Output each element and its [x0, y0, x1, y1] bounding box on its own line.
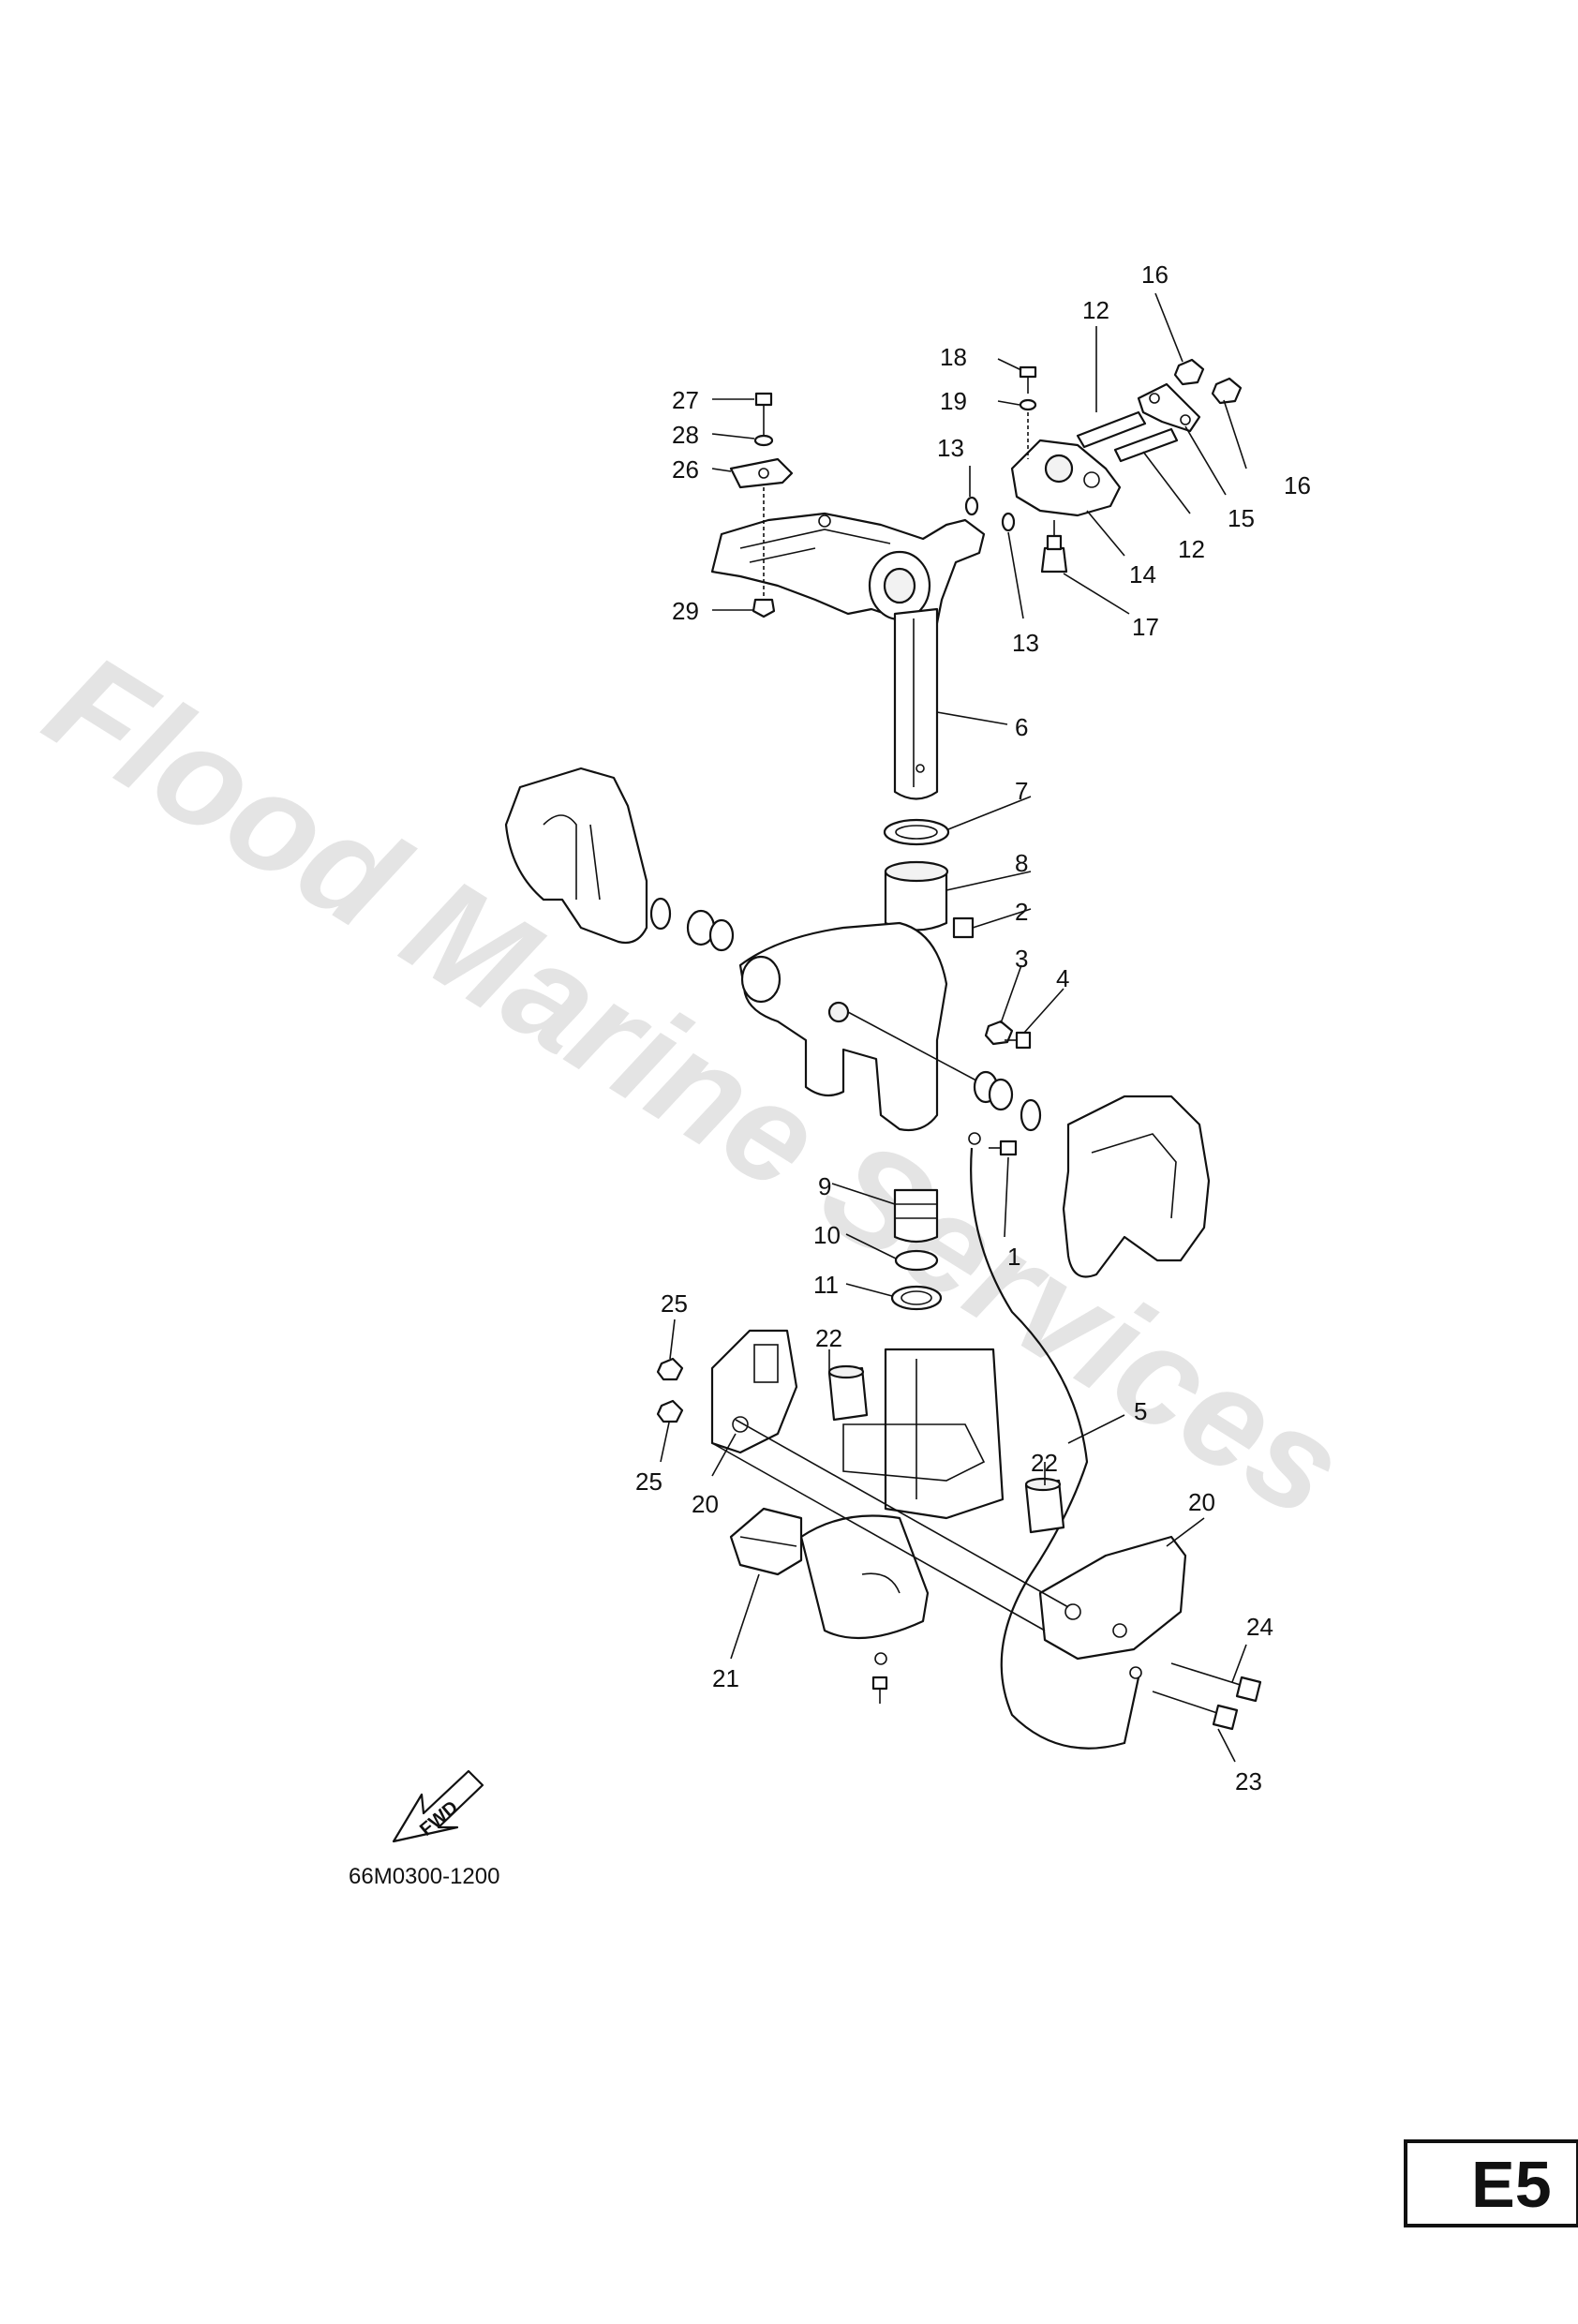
- callout-16-lower: 16: [1284, 471, 1311, 499]
- callout-28: 28: [672, 421, 699, 449]
- washer-left: [649, 897, 672, 931]
- lower-mount-housing: [799, 1514, 930, 1640]
- callout-1: 1: [1007, 1243, 1020, 1271]
- mount-cover-20-left: [710, 1329, 798, 1454]
- bolt-24: [1170, 1662, 1262, 1703]
- ground-bolt-lower: [871, 1676, 888, 1704]
- callout-14: 14: [1129, 560, 1156, 588]
- callout-23: 23: [1235, 1767, 1262, 1795]
- clamp-bracket-left: [504, 767, 648, 945]
- bushing-13-right: [1001, 512, 1016, 532]
- drawing-code: 66M0300-1200: [349, 1864, 499, 1889]
- washer-11: [890, 1285, 943, 1311]
- damper-22-right: [1024, 1477, 1065, 1534]
- callout-10: 10: [813, 1221, 841, 1249]
- washer-19: [1019, 398, 1037, 411]
- callout-13-lower: 13: [1012, 629, 1039, 657]
- stud-bolt-12-upper: [1076, 410, 1147, 449]
- leader-lines: [660, 292, 1247, 1763]
- mount-cover-20-right: [1038, 1535, 1187, 1661]
- friction-plate: [729, 457, 794, 489]
- callout-13-upper: 13: [937, 434, 964, 462]
- callout-29: 29: [672, 597, 699, 625]
- callout-20-left: 20: [692, 1490, 719, 1518]
- callout-20-right: 20: [1188, 1488, 1215, 1516]
- grease-nipple-17: [1040, 534, 1068, 574]
- steering-shaft: [893, 607, 939, 800]
- steering-bracket: [710, 512, 986, 630]
- damper-22-left: [827, 1364, 869, 1422]
- o-ring-10: [894, 1249, 939, 1272]
- washer-right: [1020, 1098, 1042, 1132]
- ground-lead-5: [970, 1147, 1140, 1750]
- callout-2: 2: [1015, 898, 1028, 926]
- fwd-arrow-icon: FWD: [392, 1769, 484, 1843]
- callout-12-upper: 12: [1082, 296, 1109, 324]
- bushing-8: [884, 860, 949, 931]
- plate-2: [952, 916, 975, 939]
- callout-5: 5: [1134, 1397, 1147, 1425]
- grease-bracket-14: [1010, 439, 1122, 517]
- upper-mount-housing: [842, 1348, 1005, 1520]
- bolt-18: [1019, 365, 1037, 394]
- bushing-left: [686, 909, 735, 952]
- callout-7: 7: [1015, 777, 1028, 805]
- callout-12-lower: 12: [1178, 535, 1205, 563]
- callout-21: 21: [712, 1664, 739, 1692]
- section-label-box: E5: [1404, 2139, 1578, 2227]
- callout-18: 18: [940, 343, 967, 371]
- section-label: E5: [1471, 2148, 1552, 2221]
- callout-9: 9: [818, 1172, 831, 1200]
- bolt-27: [754, 392, 773, 440]
- plate-15: [1137, 382, 1201, 433]
- callout-labels: 1 2 3 4 5 6 7 8 9 10 11 12 12 13 13 14 1…: [635, 261, 1311, 1795]
- callout-4: 4: [1056, 964, 1069, 992]
- callout-3: 3: [1015, 945, 1028, 973]
- washer-28: [753, 434, 774, 447]
- callout-8: 8: [1015, 849, 1028, 877]
- bolt-23: [1152, 1691, 1239, 1731]
- callout-22-left: 22: [815, 1324, 842, 1352]
- swivel-bracket: [738, 921, 990, 1132]
- callout-22-right: 22: [1031, 1449, 1058, 1477]
- callout-19: 19: [940, 387, 967, 415]
- mount-rod: [735, 1419, 1069, 1608]
- nut-25-lower: [656, 1399, 684, 1423]
- callout-26: 26: [672, 455, 699, 484]
- callout-6: 6: [1015, 713, 1028, 741]
- nut-16-lower: [1211, 377, 1243, 405]
- damper-21: [729, 1507, 803, 1576]
- callout-25-upper: 25: [661, 1289, 688, 1318]
- clamp-bracket-right: [1062, 1095, 1211, 1278]
- callout-15: 15: [1228, 504, 1255, 532]
- nut-29: [752, 598, 776, 618]
- damper-9: [893, 1188, 939, 1244]
- callout-11: 11: [813, 1271, 839, 1299]
- stud-bolt-12-lower: [1113, 427, 1179, 463]
- nut-16-upper: [1173, 358, 1205, 386]
- watermark-text: Flood Marine Services: [22, 623, 1370, 1547]
- callout-24: 24: [1246, 1613, 1273, 1641]
- callout-25-lower: 25: [635, 1467, 662, 1496]
- callout-16-upper: 16: [1141, 261, 1169, 289]
- spring-right: [973, 1070, 1014, 1111]
- callout-17: 17: [1132, 613, 1159, 641]
- bolt-1: [989, 1140, 1018, 1156]
- thrust-washer-7: [883, 818, 950, 846]
- bushing-13-left: [964, 496, 979, 516]
- nut-25-upper: [656, 1357, 684, 1381]
- callout-27: 27: [672, 386, 699, 414]
- bolt-4: [1005, 1031, 1032, 1050]
